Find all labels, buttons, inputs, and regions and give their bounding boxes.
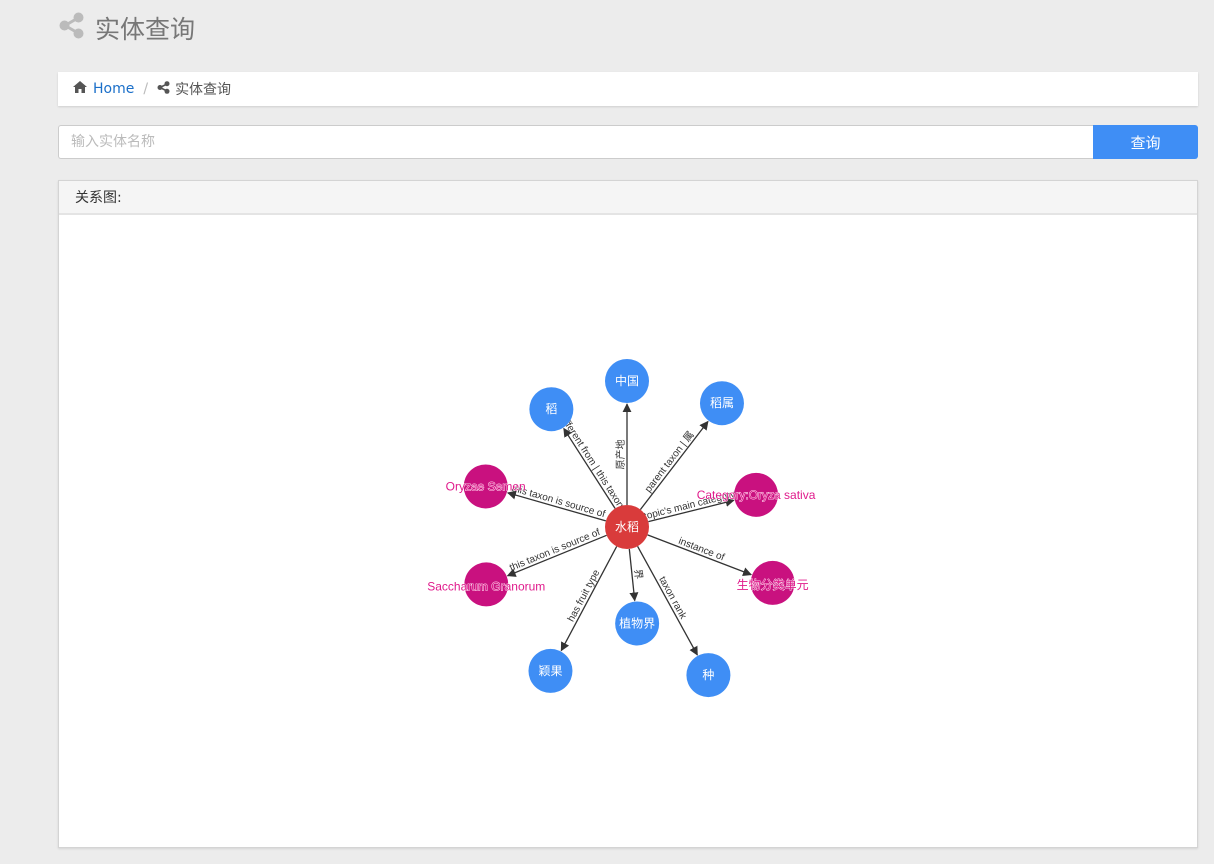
- graph-node-label: Saccharum Granorum: [427, 579, 545, 593]
- graph-edge[interactable]: [639, 420, 709, 510]
- graph-node[interactable]: [463, 464, 508, 509]
- graph-node[interactable]: [750, 560, 795, 605]
- graph-node-label: 中国: [615, 373, 639, 388]
- graph-node-label: 种: [702, 668, 714, 682]
- graph-node-label: 颖果: [538, 664, 562, 678]
- graph-edge[interactable]: [506, 534, 607, 577]
- graph-edge[interactable]: [637, 545, 698, 656]
- graph-edge[interactable]: [563, 427, 616, 509]
- graph-node-label: 生物分类单元: [737, 578, 809, 592]
- search-bar: 查询: [58, 125, 1198, 159]
- graph-node-label: Category:Oryza sativa: [697, 488, 816, 502]
- graph-node-label: 植物界: [619, 615, 655, 630]
- graph-edge[interactable]: [648, 497, 735, 523]
- breadcrumb-current: 实体查询: [175, 82, 232, 98]
- graph-node[interactable]: [699, 381, 744, 426]
- graph-edge[interactable]: [647, 534, 753, 576]
- page-title: 实体查询: [95, 15, 196, 44]
- breadcrumb: Home / 实体查询: [58, 72, 1198, 106]
- entity-search-input[interactable]: [58, 125, 1093, 159]
- page-header: 实体查询: [58, 10, 195, 46]
- graph-edge[interactable]: [506, 490, 607, 522]
- breadcrumb-home-link[interactable]: Home: [93, 81, 135, 97]
- graph-center-node-label: 水稻: [615, 520, 639, 534]
- breadcrumb-separator: /: [143, 81, 149, 97]
- graph-edge[interactable]: [560, 546, 618, 652]
- graph-edge-label: instance of: [677, 536, 726, 564]
- graph-node-label: Oryzae Semen: [446, 479, 526, 493]
- graph-node[interactable]: [528, 648, 573, 693]
- graph-node[interactable]: [734, 472, 779, 517]
- graph-edge[interactable]: [628, 548, 639, 602]
- panel-heading: 关系图:: [59, 181, 1197, 215]
- graph-node[interactable]: [529, 387, 574, 432]
- graph-node[interactable]: [686, 653, 731, 698]
- graph-edge-label: has fruit type: [566, 568, 603, 624]
- graph-center-node[interactable]: [605, 505, 649, 549]
- graph-edge-label: 原产地: [614, 440, 627, 470]
- graph-node-label: 稻属: [710, 396, 734, 410]
- share-alt-icon: [157, 80, 170, 98]
- graph-edge-label: this taxon is source of: [508, 527, 602, 574]
- graph-node[interactable]: [464, 562, 509, 607]
- graph-node[interactable]: [605, 359, 649, 403]
- share-alt-icon: [58, 12, 85, 44]
- home-icon: [73, 81, 87, 97]
- graph-edge-label: taxon rank: [656, 575, 689, 622]
- graph-edge-label: parent taxon | 属: [642, 429, 696, 495]
- graph-node[interactable]: [615, 601, 660, 646]
- graph-node-label: 稻: [545, 402, 557, 416]
- graph-edge-label: 界: [631, 569, 644, 580]
- search-button[interactable]: 查询: [1093, 125, 1198, 159]
